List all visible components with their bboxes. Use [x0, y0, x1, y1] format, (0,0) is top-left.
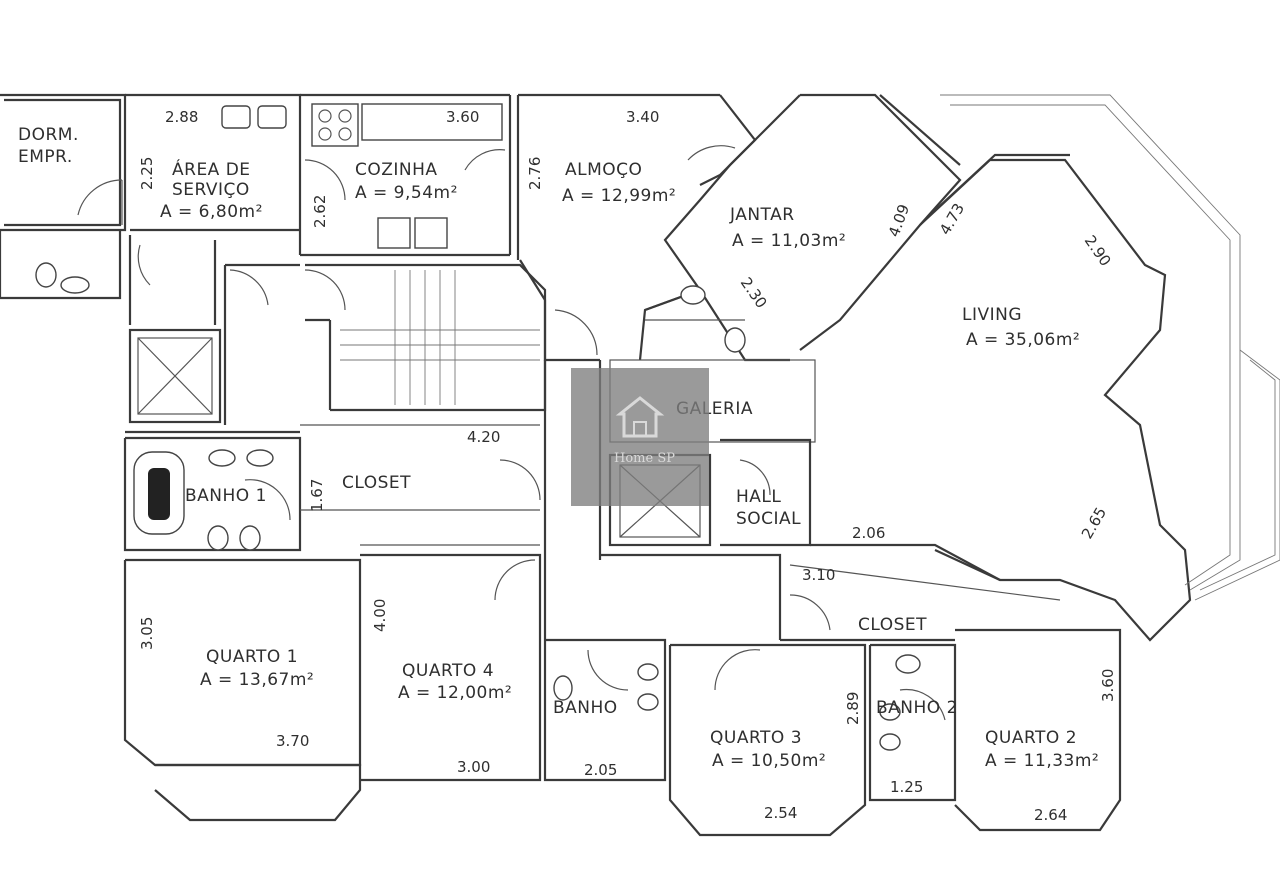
dim-2-62: 2.62 [311, 195, 329, 228]
room-closet-1-name: CLOSET [342, 473, 411, 493]
room-quarto-1-area: A = 13,67m² [200, 670, 314, 690]
room-living-area: A = 35,06m² [966, 330, 1080, 350]
dim-2-88: 2.88 [165, 108, 198, 126]
watermark-text: Home SP [614, 451, 675, 466]
room-banho-name: BANHO [553, 698, 618, 718]
dim-4-00: 4.00 [371, 599, 389, 632]
dim-2-65: 2.65 [1078, 504, 1110, 542]
dim-2-54: 2.54 [764, 804, 797, 822]
doors [77, 145, 946, 721]
fixtures [35, 103, 921, 751]
dim-3-70: 3.70 [276, 732, 309, 750]
room-jantar-name: JANTAR [729, 205, 795, 225]
room-cozinha-area: A = 9,54m² [355, 183, 458, 203]
walls [0, 93, 1280, 837]
room-cozinha-name: COZINHA [355, 160, 438, 180]
dim-2-25: 2.25 [138, 157, 156, 190]
watermark: Home SP [571, 368, 709, 506]
room-jantar-area: A = 11,03m² [732, 231, 846, 251]
dim-1-25: 1.25 [890, 778, 923, 796]
room-quarto-2-area: A = 11,33m² [985, 751, 1099, 771]
room-quarto-4-name: QUARTO 4 [402, 661, 494, 681]
room-hall-social-line2: SOCIAL [736, 509, 801, 529]
room-banho-1-name: BANHO 1 [185, 486, 267, 506]
dim-3-00: 3.00 [457, 758, 490, 776]
room-quarto-1-name: QUARTO 1 [206, 647, 298, 667]
dimension-labels: 2.88 3.60 3.40 2.25 2.62 2.76 4.09 4.73 … [138, 108, 1117, 824]
dim-1-67: 1.67 [308, 479, 326, 512]
room-quarto-3-area: A = 10,50m² [712, 751, 826, 771]
dim-3-10: 3.10 [802, 566, 835, 584]
room-dorm-empr-line2: EMPR. [18, 147, 73, 167]
room-hall-social-line1: HALL [736, 487, 781, 507]
room-closet-2-name: CLOSET [858, 615, 927, 635]
house-icon [615, 396, 665, 438]
room-quarto-2-name: QUARTO 2 [985, 728, 1077, 748]
dim-3-60b: 3.60 [1099, 669, 1117, 702]
dim-4-09: 4.09 [885, 202, 913, 240]
dim-4-20: 4.20 [467, 428, 500, 446]
dim-2-05: 2.05 [584, 761, 617, 779]
room-living-name: LIVING [962, 305, 1022, 325]
dim-2-30: 2.30 [737, 274, 771, 312]
room-labels: DORM. EMPR. ÁREA DE SERVIÇO A = 6,80m² C… [18, 125, 1099, 771]
dim-3-60: 3.60 [446, 108, 479, 126]
room-almoco-area: A = 12,99m² [562, 186, 676, 206]
room-quarto-3-name: QUARTO 3 [710, 728, 802, 748]
dim-2-64: 2.64 [1034, 806, 1067, 824]
room-area-servico-line1: ÁREA DE [172, 158, 251, 180]
room-banho-2-name: BANHO 2 [876, 698, 958, 718]
room-quarto-4-area: A = 12,00m² [398, 683, 512, 703]
room-dorm-empr-line1: DORM. [18, 125, 79, 145]
stairs [340, 270, 540, 405]
dim-2-76: 2.76 [526, 157, 544, 190]
room-almoco-name: ALMOÇO [565, 160, 642, 180]
room-area-servico-line2: SERVIÇO [172, 180, 250, 200]
room-area-servico-area: A = 6,80m² [160, 202, 263, 222]
dim-3-40: 3.40 [626, 108, 659, 126]
dim-3-05: 3.05 [138, 617, 156, 650]
dim-2-06: 2.06 [852, 524, 885, 542]
dim-2-89: 2.89 [844, 692, 862, 725]
dim-2-90: 2.90 [1081, 232, 1115, 270]
